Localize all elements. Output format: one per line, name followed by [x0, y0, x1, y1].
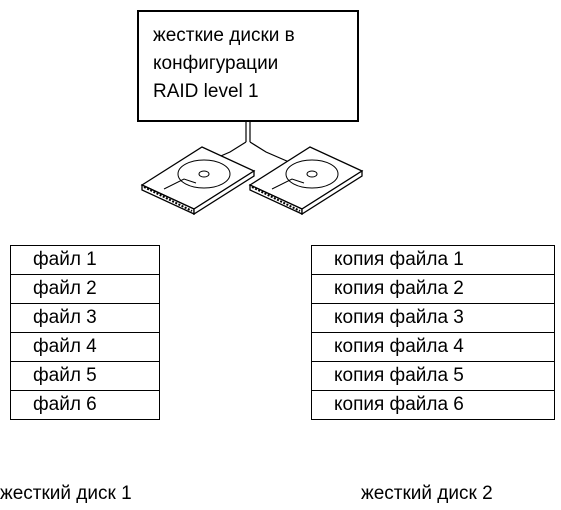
file-cell: файл 4: [10, 332, 160, 362]
file-copy-cell: копия файла 5: [311, 361, 555, 391]
hard-drive-1-icon: [140, 146, 256, 215]
hard-drive-2-icon: [248, 146, 364, 215]
table-row: копия файла 1: [311, 245, 555, 275]
disk-1-file-table: файл 1 файл 2 файл 3 файл 4 файл 5 файл …: [10, 245, 160, 420]
raid-box-line-3: RAID level 1: [153, 81, 259, 102]
table-row: копия файла 5: [311, 361, 555, 391]
table-row: файл 2: [10, 274, 160, 304]
raid-box-line-1: жесткие диски в: [153, 25, 295, 46]
table-row: копия файла 6: [311, 390, 555, 420]
raid-config-box: жесткие диски в конфигурации RAID level …: [137, 10, 359, 122]
file-cell: файл 5: [10, 361, 160, 391]
table-row: файл 6: [10, 390, 160, 420]
file-copy-cell: копия файла 2: [311, 274, 555, 304]
table-row: файл 5: [10, 361, 160, 391]
table-row: копия файла 2: [311, 274, 555, 304]
file-cell: файл 6: [10, 390, 160, 420]
table-row: копия файла 3: [311, 303, 555, 333]
disk-2-caption: жесткий диск 2: [361, 483, 493, 504]
connector-to-disk-2: [249, 141, 297, 166]
table-row: копия файла 4: [311, 332, 555, 362]
table-row: файл 3: [10, 303, 160, 333]
file-copy-cell: копия файла 6: [311, 390, 555, 420]
file-copy-cell: копия файла 1: [311, 245, 555, 275]
raid-box-line-2: конфигурации: [153, 53, 279, 74]
file-cell: файл 3: [10, 303, 160, 333]
file-copy-cell: копия файла 3: [311, 303, 555, 333]
disk-2-file-table: копия файла 1 копия файла 2 копия файла …: [311, 245, 555, 420]
file-cell: файл 1: [10, 245, 160, 275]
disk-1-caption: жесткий диск 1: [0, 483, 132, 504]
table-row: файл 1: [10, 245, 160, 275]
table-row: файл 4: [10, 332, 160, 362]
file-cell: файл 2: [10, 274, 160, 304]
file-copy-cell: копия файла 4: [311, 332, 555, 362]
